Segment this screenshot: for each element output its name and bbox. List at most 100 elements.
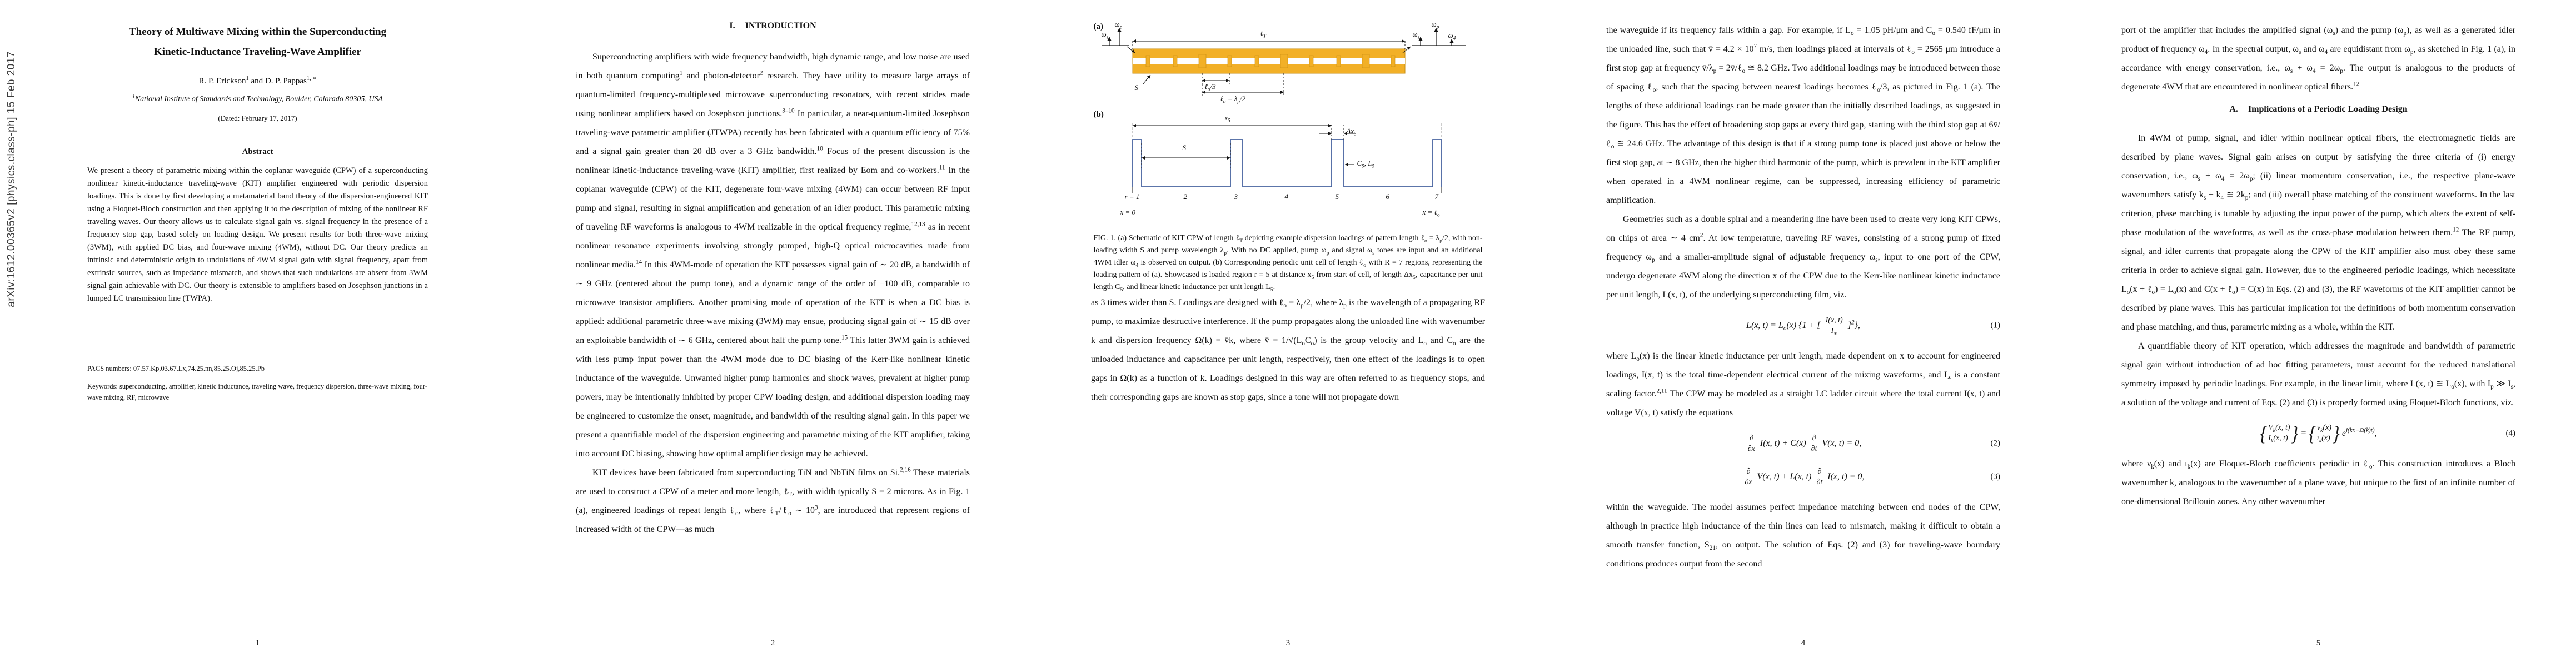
paper-authors: R. P. Erickson1 and D. P. Pappas1, ∗ (198, 76, 317, 86)
region-3-label: 3 (1234, 192, 1238, 201)
subsection-title: Implications of a Periodic Loading Desig… (2248, 104, 2408, 114)
eq3-fraction-1: ∂∂x (1742, 467, 1755, 487)
third-length-label: ℓo/3 (1204, 82, 1216, 92)
page-number: 5 (2316, 639, 2321, 648)
input-spectrum (1101, 28, 1135, 53)
equation-number: (1) (1990, 321, 2001, 330)
eq4-stack-1: Vk(x, t)Ik(x, t) (2268, 424, 2290, 444)
figure-1a: (a) ωs ωp ℓT ωs ωp ω4 S ℓo/3 ℓo = λp/2 (1093, 20, 1483, 109)
dim-x5 (1132, 124, 1332, 140)
paper-title-line1: Theory of Multiwave Mixing within the Su… (128, 26, 387, 38)
page-5: port of the amplifier that includes the … (2061, 0, 2576, 667)
gap-width-label: S (1134, 83, 1139, 92)
equation-number: (4) (2505, 429, 2516, 438)
eq2-fraction-2: ∂∂t (1808, 434, 1820, 454)
keywords-line: Keywords: superconducting, amplifier, ki… (87, 382, 427, 402)
input-pump-label: ωp (1114, 20, 1123, 30)
page5-paragraph-1: port of the amplifier that includes the … (2121, 26, 2516, 92)
figure-1a-drawing (1101, 28, 1466, 96)
eq3-fraction-2: ∂∂t (1814, 467, 1825, 487)
eq1-fraction: I(x, t)I∗ (1823, 316, 1845, 336)
figure-1b: (b) S x5 Δx5 C5, L5 r = 1 2 3 4 5 6 7 x … (1094, 109, 1483, 227)
cell-length-label: ℓo = λp/2 (1220, 94, 1246, 104)
equation-4: {Vk(x, t)Ik(x, t)}={νk(x)ιk(x)}ei(kx−Ω(k… (2121, 421, 2515, 446)
section-title: INTRODUCTION (745, 21, 816, 31)
paper-date: (Dated: February 17, 2017) (218, 114, 297, 123)
arxiv-stamp: arXiv:1612.00365v2 [physics.class-ph] 15… (6, 51, 17, 307)
intro-paragraph-2: KIT devices have been fabricated from su… (576, 466, 970, 534)
page4-paragraph-2: Geometries such as a double spiral and a… (1606, 215, 2001, 300)
eq4-stack-2: νk(x)ιk(x) (2316, 424, 2332, 444)
page5-paragraph-3: A quantifiable theory of KIT operation, … (2121, 341, 2516, 407)
loading-waveform (1132, 139, 1442, 187)
region-6-label: 6 (1386, 192, 1390, 201)
region-7-label: 7 (1434, 192, 1439, 201)
eq4-brace-1: { (2260, 421, 2268, 445)
figure-caption: FIG. 1. (a) Schematic of KIT CPW of leng… (1093, 234, 1483, 293)
section-number: I. (729, 21, 735, 31)
region-2-label: 2 (1183, 192, 1188, 201)
page4-paragraph-4: within the waveguide. The model assumes … (1606, 502, 2000, 569)
axis-origin-label: x = 0 (1120, 208, 1136, 216)
eq2-fraction-1: ∂∂x (1745, 434, 1757, 454)
x5-label: x5 (1224, 113, 1230, 123)
page5-paragraph-4: where νk(x) and ιk(x) are Floquet-Bloch … (2121, 459, 2516, 506)
paper-title-line2: Kinetic-Inductance Traveling-Wave Amplif… (154, 46, 361, 58)
eq4-exponential: ei(kx−Ω(k)t), (2341, 427, 2377, 438)
figure-1b-drawing (1132, 123, 1442, 193)
dim-s-width (1141, 143, 1230, 169)
eq3-end: I(x, t) = 0, (1827, 471, 1865, 481)
output-pump-label: ωp (1431, 20, 1439, 30)
page4-paragraph-3: where Lo(x) is the linear kinetic induct… (1606, 351, 2001, 417)
subsection-number: A. (2229, 104, 2238, 114)
page5-paragraph-2: In 4WM of pump, signal, and idler within… (2121, 133, 2516, 332)
page-number: 2 (770, 639, 775, 648)
equation-number: (3) (1990, 472, 2001, 481)
cpw-loading-pattern (1145, 54, 1395, 68)
page-4: the waveguide if its frequency falls wit… (1546, 0, 2061, 667)
s-width-label: S (1182, 143, 1187, 152)
eq3-mid: V(x, t) + L(x, t) (1757, 471, 1812, 481)
page-2: I. INTRODUCTION Superconducting amplifier… (515, 0, 1030, 667)
gap-width-pointer (1142, 74, 1150, 85)
section-heading-introduction: I. INTRODUCTION (576, 21, 970, 31)
dim-third-length (1202, 73, 1229, 84)
output-signal-label: ωs (1412, 30, 1420, 40)
eq4-brace-3: { (2309, 421, 2316, 445)
paper-title: Theory of Multiwave Mixing within the Su… (61, 22, 455, 62)
eq2-end: V(x, t) = 0, (1822, 438, 1862, 448)
page-number: 1 (255, 639, 260, 648)
axis-end-label: x = ℓo (1422, 208, 1440, 218)
figure-1: (a) ωs ωp ℓT ωs ωp ω4 S ℓo/3 ℓo = λp/2 (1093, 20, 1483, 293)
output-spectrum (1402, 28, 1466, 53)
page3-paragraph: as 3 times wider than S. Loadings are de… (1091, 298, 1486, 402)
paper-affiliation: 1National Institute of Standards and Tec… (132, 93, 383, 104)
region-1-label: r = 1 (1124, 192, 1140, 201)
eq2-mid: I(x, t) + C(x) (1760, 438, 1806, 448)
abstract-heading: Abstract (242, 147, 273, 157)
eq4-brace-4: } (2333, 421, 2340, 445)
eq1-rhs: ]2}, (1847, 319, 1860, 330)
axis-ticks (1132, 187, 1442, 193)
c5l5-label: C5, L5 (1357, 159, 1375, 169)
panel-a-label: (a) (1093, 22, 1104, 31)
dim-total-length (1132, 39, 1405, 49)
input-signal-label: ωs (1101, 30, 1109, 40)
page4-paragraph-1: the waveguide if its frequency falls wit… (1606, 26, 2001, 205)
page-3: (a) ωs ωp ℓT ωs ωp ω4 S ℓo/3 ℓo = λp/2 (1030, 0, 1546, 667)
eq4-equals: = (2300, 428, 2307, 438)
output-idler-label: ω4 (1448, 31, 1456, 41)
dim-cell-length (1202, 73, 1284, 96)
eq4-brace-2: } (2291, 421, 2299, 445)
page-1: arXiv:1612.00365v2 [physics.class-ph] 15… (0, 0, 515, 667)
region-4-label: 4 (1284, 192, 1289, 201)
intro-paragraph-1: Superconducting amplifiers with wide fre… (576, 52, 970, 459)
dim-dx5 (1319, 125, 1356, 140)
abstract-text: We present a theory of parametric mixing… (87, 166, 428, 303)
equation-1: L(x, t) = Lo(x) {1 + [I(x, t)I∗]2}, (1) (1606, 313, 2000, 338)
total-length-label: ℓT (1260, 29, 1266, 39)
dx5-label: Δx5 (1346, 127, 1357, 137)
